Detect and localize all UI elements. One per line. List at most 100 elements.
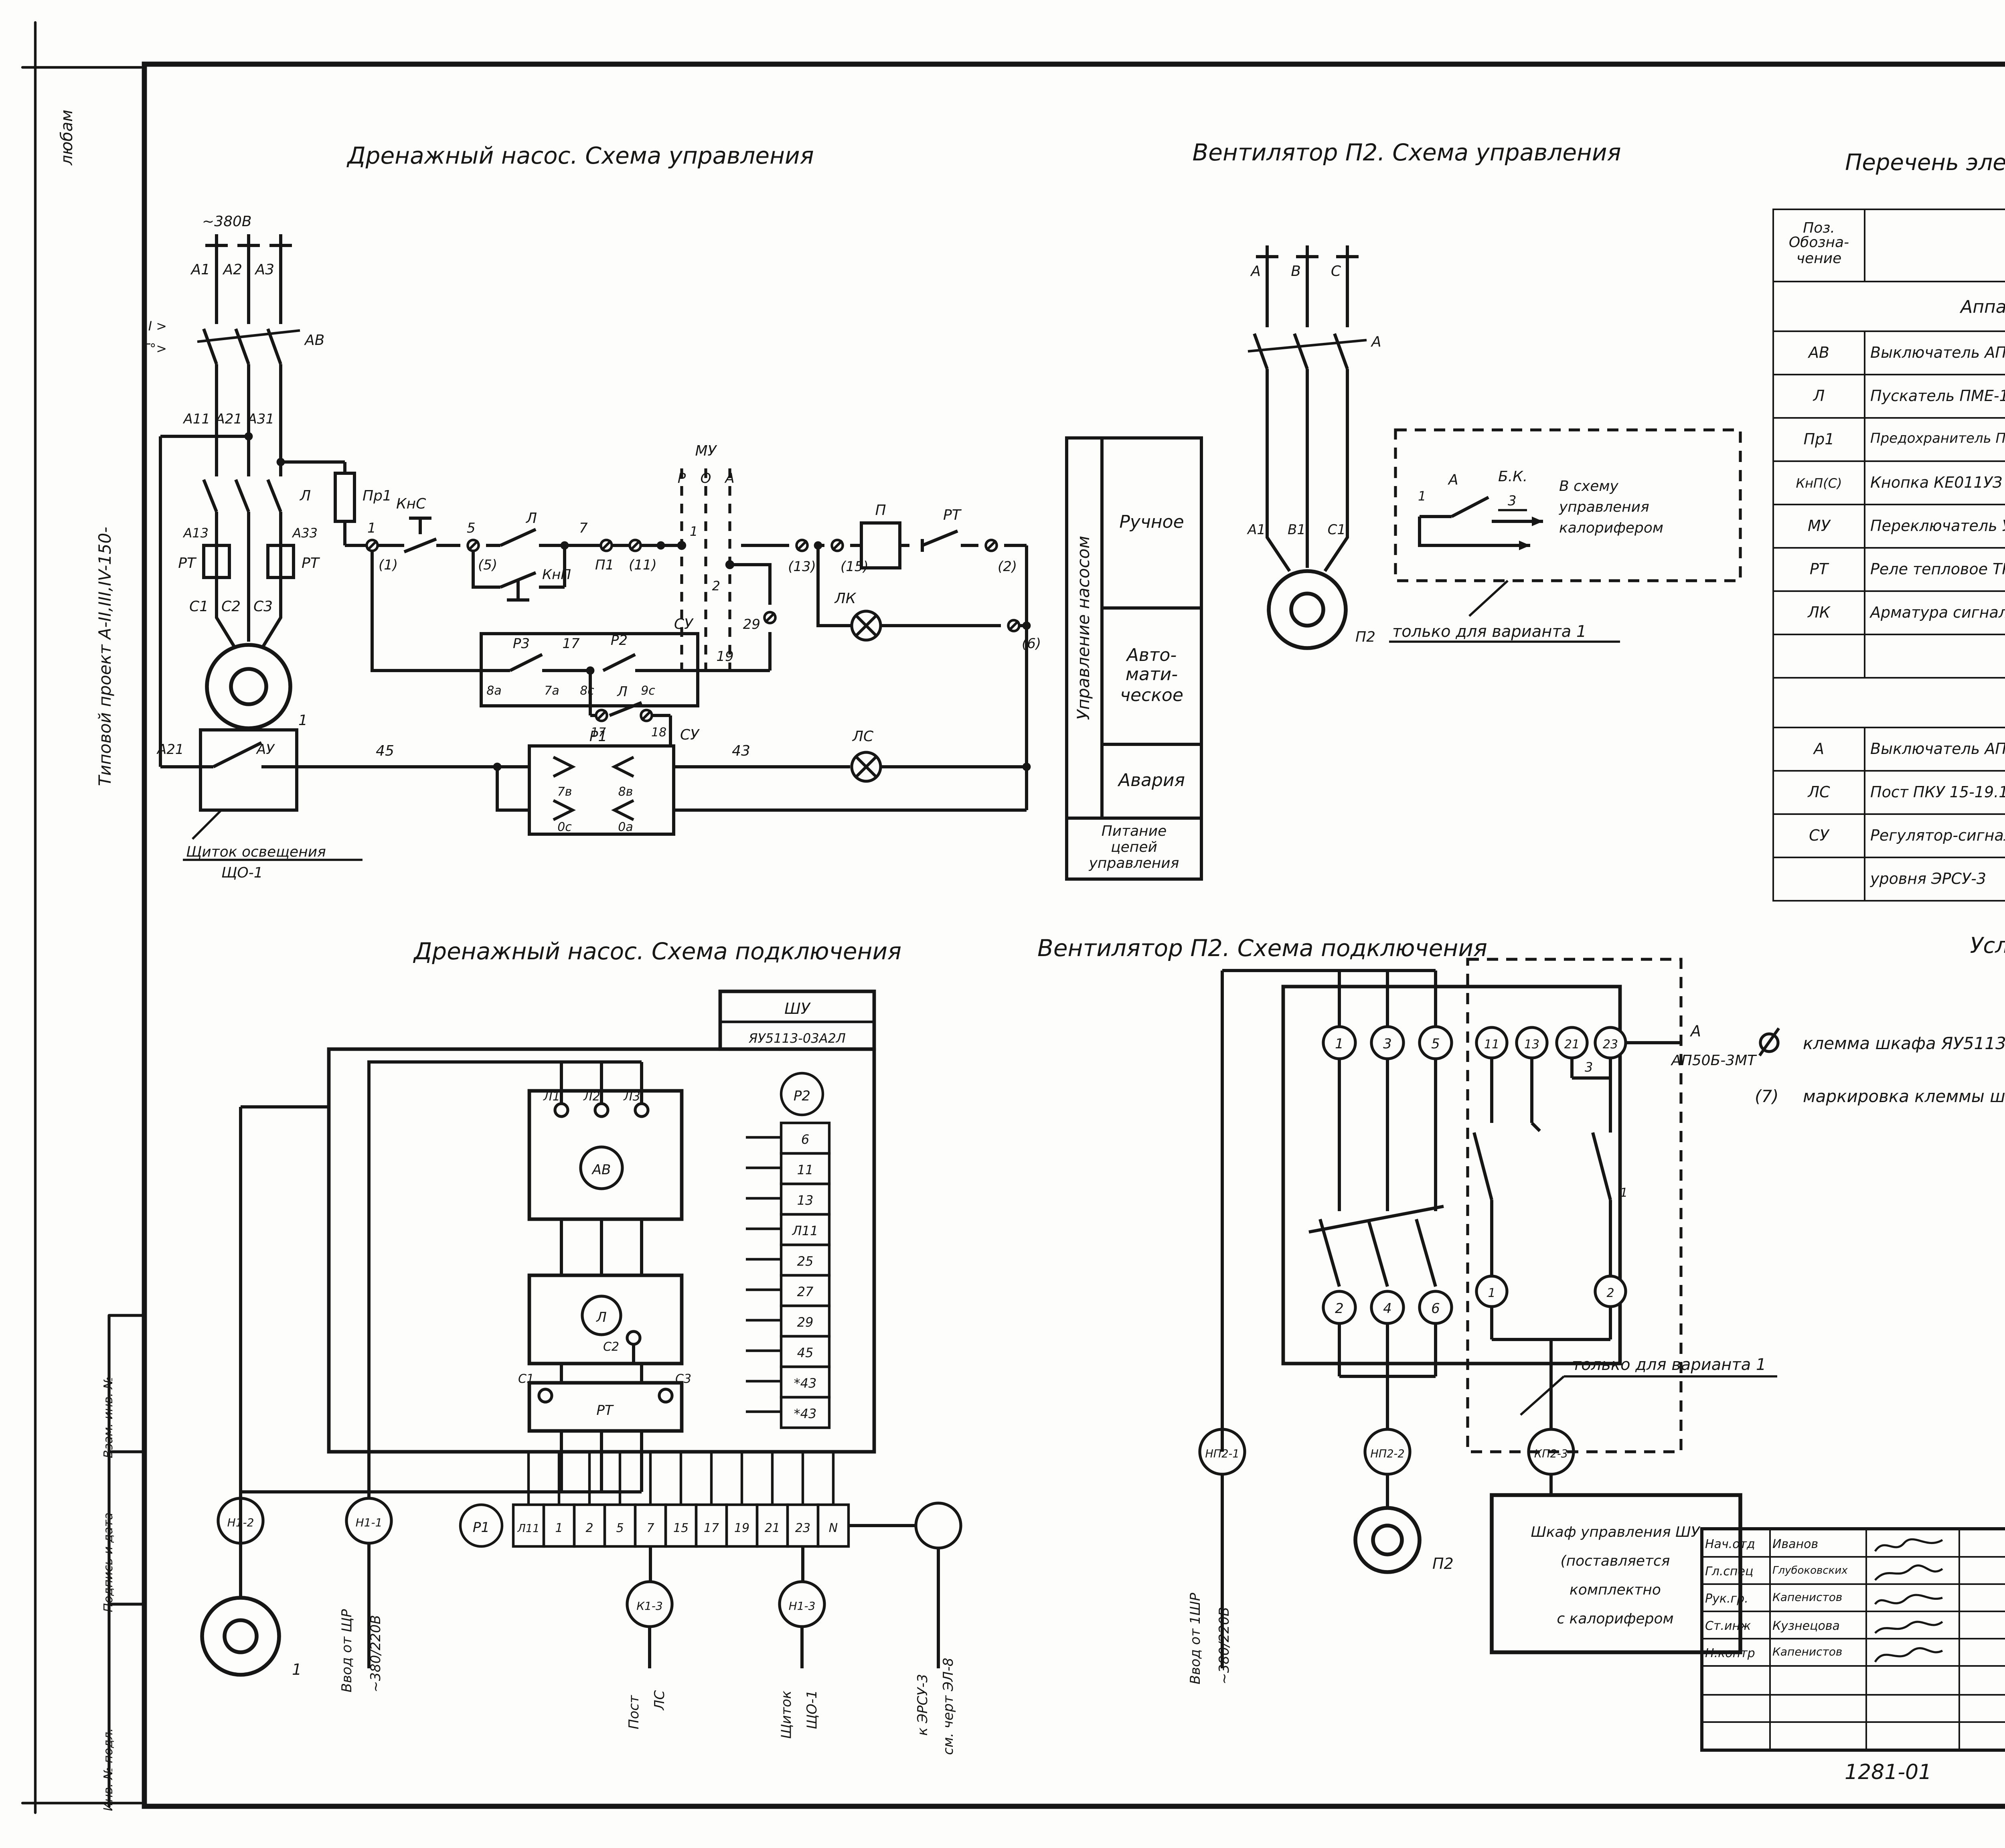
- cell-name: Реле тепловое ТРН10, Iн.э. 4А: [1864, 547, 2005, 592]
- term-label: 13: [1524, 1037, 1539, 1052]
- term-label: 1: [367, 520, 376, 536]
- term-label: 8в: [618, 785, 633, 799]
- col-header: чение: [1796, 251, 1842, 267]
- wire-label: А33: [292, 525, 318, 541]
- term-label: 7в: [557, 785, 572, 799]
- cell-pos: [1772, 857, 1865, 902]
- voltage-label: ~380В: [202, 213, 252, 230]
- term-label: 15: [673, 1521, 689, 1535]
- person-name: Глубоковских: [1771, 1558, 1867, 1585]
- person-name: Капенистов: [1771, 1585, 1867, 1613]
- rt-label: РТ: [302, 555, 320, 571]
- phase-label: С: [1331, 263, 1341, 280]
- person-name: Кузнецова: [1771, 1613, 1867, 1640]
- phase-label: А2: [222, 261, 242, 278]
- table-row: уровня ЭРСУ-31см. черт АВК-1: [1772, 857, 2005, 902]
- term-label: (2): [998, 559, 1017, 575]
- cell-name: [1864, 634, 2005, 679]
- cell-name: Регулятор-сигнализатор: [1864, 813, 2005, 858]
- mode-cell-auto: Авто- мати- ческое: [1104, 606, 1200, 742]
- term-label: 11: [797, 1162, 814, 1177]
- signature-cell: [1867, 1640, 1960, 1668]
- cable-label: Н1-3: [789, 1599, 816, 1613]
- lamp-label: ЛС: [852, 728, 874, 745]
- trip-label: I >: [148, 318, 167, 334]
- start-btn-label: КнП: [542, 567, 571, 583]
- note-text: В схему: [1559, 478, 1619, 494]
- term-label: (11): [629, 557, 657, 573]
- term-label: 13: [797, 1193, 814, 1208]
- box-text: комплектно: [1570, 1582, 1661, 1598]
- cable-label: КП2-3: [1534, 1448, 1568, 1460]
- term-label: 7а: [544, 684, 559, 698]
- term-label: 17: [591, 725, 606, 740]
- signature-cell: [1867, 1558, 1960, 1585]
- legend: Условные обозначения клемма шкафа ЯУ5113…: [1755, 933, 2005, 1106]
- wire-label: В1: [1288, 522, 1306, 538]
- dp-control-schematic: Дренажный насос. Схема управления: [142, 142, 1041, 881]
- wire-label: 1: [1620, 1186, 1628, 1200]
- cable-note: Пост: [626, 1695, 642, 1729]
- role-label: Н.контр: [1703, 1640, 1771, 1668]
- term-label: 9с: [641, 684, 655, 698]
- table-section-row: Аппаратура на шкафу управления ШУ: [1772, 281, 2005, 332]
- term-label: С3: [675, 1372, 691, 1386]
- margin-cell-label: Взам. инв. №: [101, 1376, 115, 1458]
- switch-label: АУ: [256, 742, 275, 758]
- wire-label: 19: [716, 648, 733, 665]
- phase-label: А3: [254, 261, 274, 278]
- signature-squiggle: [1874, 1620, 1943, 1634]
- signature-cell: [1867, 1613, 1960, 1640]
- signature-cell: [1867, 1585, 1960, 1613]
- fan-control-labels: А В С А А1 В1 С1 П2 А 1 Б.К. 3 В схему у…: [1247, 263, 1663, 645]
- box-text: (поставляется: [1561, 1553, 1670, 1569]
- term-label: 6: [1431, 1301, 1440, 1317]
- role-label: Нач.отд: [1703, 1530, 1771, 1558]
- mode-cell-supply: Питание цепей управления: [1068, 820, 1200, 881]
- cell-name: Выключатель АП50Б-3МТ, Iр 6,3А: [1864, 330, 2005, 375]
- cell-name: уровня ЭРСУ-3: [1864, 857, 2005, 902]
- term-label: *43: [794, 1376, 817, 1391]
- term-label: 7: [646, 1521, 654, 1535]
- fan-control-title: Вентилятор П2. Схема управления: [1192, 139, 1621, 166]
- cell-name: Переключатель УП5312-С86: [1864, 504, 2005, 549]
- rt-contact-label: РТ: [943, 507, 962, 523]
- margin-cell-label: Подпись и дата: [101, 1512, 115, 1613]
- term-label: 2: [1335, 1301, 1344, 1317]
- p2-terminal-strip: [780, 1072, 831, 1429]
- mode-label: Авария: [1118, 769, 1185, 790]
- dp-connection-devices: [200, 1102, 962, 1677]
- fan-connection-labels: 1 3 5 2 4 6 11 13 21 23 1 2 3 1 А АП50Б-…: [1187, 1022, 1766, 1684]
- cable-label: Н1-2: [227, 1516, 254, 1529]
- mode-cell-manual: Ручное: [1104, 440, 1200, 607]
- legend-title: Условные обозначения: [1970, 933, 2005, 958]
- box-text: с калорифером: [1557, 1611, 1673, 1627]
- dp-control-wires: [159, 234, 1028, 861]
- term-label: 6: [801, 1132, 809, 1147]
- mode-label: управления: [1089, 856, 1179, 873]
- legend-mark: (7): [1755, 1086, 1779, 1106]
- rt-label: РТ: [178, 555, 197, 571]
- role-label: Рук.гр.: [1703, 1585, 1771, 1613]
- mode-cell-alarm: Авария: [1104, 742, 1200, 817]
- mode-label: мати-: [1125, 664, 1178, 685]
- phase-label: В: [1291, 263, 1301, 280]
- cell-name: Пускатель ПМЕ-111: [1864, 374, 2005, 419]
- contact-label: 17: [562, 636, 580, 652]
- term-label: (15): [840, 559, 869, 575]
- term-label: 0с: [557, 820, 572, 834]
- cable-note: Ввод от 1ШР: [1187, 1593, 1203, 1684]
- cable-label: Н1-1: [356, 1516, 383, 1529]
- cable-note: к ЭРСУ-3: [915, 1674, 931, 1736]
- signature-squiggle: [1874, 1593, 1943, 1605]
- doc-number: 1281-01: [1845, 1761, 1932, 1785]
- contact-label: Р2: [611, 632, 628, 648]
- signature-squiggle: [1874, 1537, 1943, 1551]
- cell-pos: ЛК: [1772, 590, 1865, 635]
